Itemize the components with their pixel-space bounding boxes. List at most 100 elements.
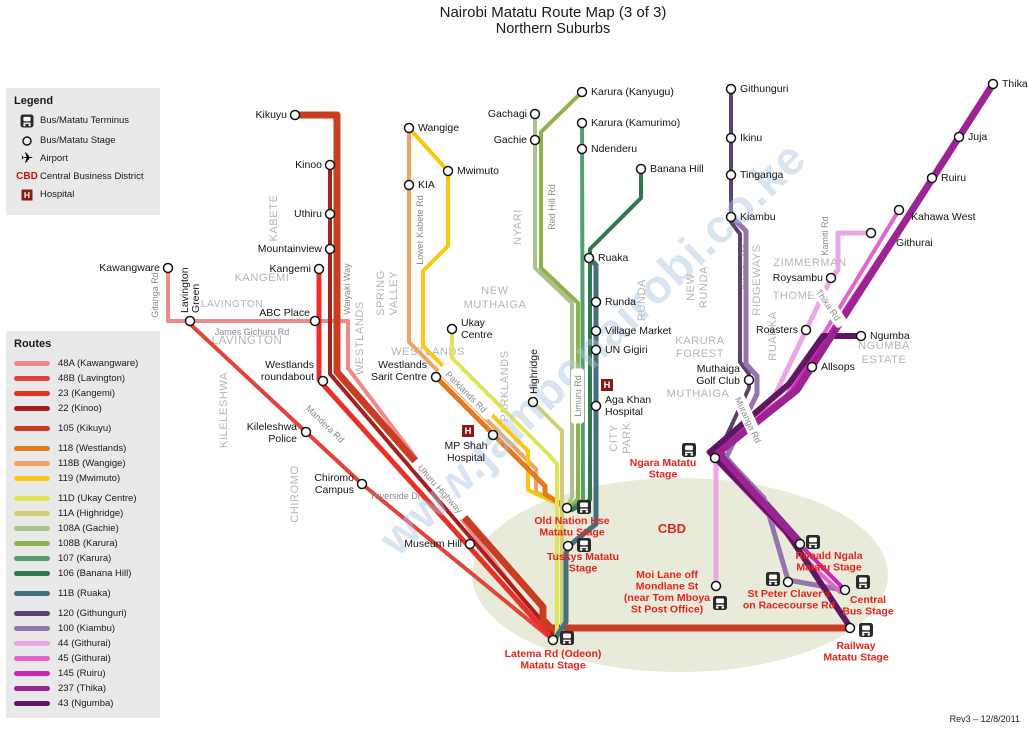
stage-westlands-sarit-centre[interactable] xyxy=(430,371,442,383)
stage-gachagi-label: Gachagi xyxy=(488,108,527,120)
svg-text:James Gichuru Rd: James Gichuru Rd xyxy=(215,327,290,337)
terminus-icon-railway[interactable] xyxy=(859,623,873,637)
legend-title: Legend xyxy=(14,95,54,107)
stage-mwimuto[interactable] xyxy=(442,165,454,177)
stage-karura-kanyugu-label: Karura (Kanyugu) xyxy=(591,86,674,98)
stage-ikinu-label: Ikinu xyxy=(740,132,762,144)
route-legend-45: 45 (Githurai) xyxy=(14,651,152,666)
stage-wangige[interactable] xyxy=(403,122,415,134)
terminus-icon-tuskys[interactable] xyxy=(577,538,591,552)
stage-village-market[interactable] xyxy=(590,325,602,337)
terminus-icon-ronald-ngala[interactable] xyxy=(806,535,820,549)
stage-old-nation[interactable] xyxy=(561,502,573,514)
route-100-line xyxy=(723,214,846,593)
stage-kikuyu[interactable] xyxy=(289,109,301,121)
stage-thika[interactable] xyxy=(987,78,999,90)
stage-highridge[interactable] xyxy=(527,396,539,408)
page-subtitle: Northern Suburbs xyxy=(495,21,611,37)
stage-ronald-ngala[interactable] xyxy=(794,538,806,550)
stage-ruiru[interactable] xyxy=(926,172,938,184)
stage-kiambu-label: Kiambu xyxy=(740,211,776,223)
stage-railway[interactable] xyxy=(844,622,856,634)
stage-village-market-label: Village Market xyxy=(605,325,671,337)
area-label-kileleshwa: KILELESHWA xyxy=(218,372,230,448)
stage-muthaiga-golf-club[interactable] xyxy=(743,374,755,386)
stage-st-peter-clavers[interactable] xyxy=(782,576,794,588)
terminus-icon-old-nation[interactable] xyxy=(577,500,591,514)
route-119-line xyxy=(407,126,569,510)
stage-ndenderu[interactable] xyxy=(576,143,588,155)
stage-latema[interactable] xyxy=(547,634,559,646)
stage-kangemi[interactable] xyxy=(313,263,325,275)
terminus-icon-ngara[interactable] xyxy=(682,443,696,457)
bus-terminus-icon[interactable] xyxy=(20,114,34,128)
stage-roasters[interactable] xyxy=(800,324,812,336)
route-legend-237: 237 (Thika) xyxy=(14,681,152,696)
area-label-lavington: LAVINGTON xyxy=(201,299,263,310)
stage-ngumba[interactable] xyxy=(855,330,867,342)
stage-ukay-centre[interactable] xyxy=(446,323,458,335)
legend-item-label: Airport xyxy=(40,153,68,164)
stage-githurai[interactable] xyxy=(865,227,877,239)
stage-ikinu[interactable] xyxy=(725,132,737,144)
stage-mwimuto-label: Mwimuto xyxy=(457,165,499,177)
stage-tuskys[interactable] xyxy=(562,540,574,552)
stage-karura-kamurimo[interactable] xyxy=(576,117,588,129)
stage-moi-lane[interactable] xyxy=(710,580,722,592)
road-label-kamiti-rd: Kamiti Rd xyxy=(820,216,830,255)
stage-kawangware[interactable] xyxy=(162,262,174,274)
stage-central-bus[interactable] xyxy=(839,584,851,596)
area-label-city: CITY xyxy=(608,424,620,452)
stage-museum-hill[interactable] xyxy=(464,538,476,550)
stage-tinganga[interactable] xyxy=(725,169,737,181)
route-108b-line xyxy=(539,90,584,511)
stage-gachagi[interactable] xyxy=(529,108,541,120)
stage-kiambu[interactable] xyxy=(725,211,737,223)
stage-runda[interactable] xyxy=(590,296,602,308)
route-legend-11a: 11A (Highridge) xyxy=(14,506,152,521)
area-label-kabete: KABETE xyxy=(268,194,280,241)
stage-karura-kanyugu[interactable] xyxy=(576,86,588,98)
stage-lavington-green[interactable] xyxy=(184,315,196,327)
terminus-icon-moi-lane[interactable] xyxy=(713,596,727,610)
terminus-icon-central-bus[interactable] xyxy=(856,575,870,589)
stage-kileleshwa-police[interactable] xyxy=(300,426,312,438)
stage-kia[interactable] xyxy=(403,179,415,191)
route-legend-11b: 11B (Ruaka) xyxy=(14,586,152,601)
stage-kahawa-west[interactable] xyxy=(893,204,905,216)
stage-ngara[interactable] xyxy=(709,452,721,464)
route-legend-119: 119 (Mwimuto) xyxy=(14,471,152,486)
svg-text:Mandera Rd: Mandera Rd xyxy=(304,403,347,445)
terminus-icon-latema[interactable] xyxy=(560,631,574,645)
cbd-icon: CBD xyxy=(16,170,38,182)
stage-banana-hill[interactable] xyxy=(635,163,647,175)
stage-roysambu[interactable] xyxy=(825,272,837,284)
stage-gachie[interactable] xyxy=(529,134,541,146)
stage-uthiru[interactable] xyxy=(324,208,336,220)
route-swatch-106 xyxy=(14,571,50,576)
terminus-icon-st-peter-clavers[interactable] xyxy=(766,572,780,586)
stage-abc-place[interactable] xyxy=(309,315,321,327)
stage-juja[interactable] xyxy=(953,131,965,143)
stage-allsops[interactable] xyxy=(806,361,818,373)
stage-westlands-roundabout[interactable] xyxy=(317,375,329,387)
stage-gachie-label: Gachie xyxy=(494,134,527,146)
svg-text:Lower Kabete Rd: Lower Kabete Rd xyxy=(415,195,425,265)
stage-githunguri[interactable] xyxy=(725,83,737,95)
route-legend-label: 105 (Kikuyu) xyxy=(58,423,112,434)
stage-ruaka[interactable] xyxy=(583,252,595,264)
route-legend-label: 44 (Githurai) xyxy=(58,638,111,649)
route-legend-22: 22 (Kinoo) xyxy=(14,401,152,416)
road-label-waiyaki-way: Waiyaki Way xyxy=(342,263,352,315)
route-swatch-48a xyxy=(14,361,50,366)
stage-aga-khan-hospital[interactable] xyxy=(590,400,602,412)
stage-mountainview[interactable] xyxy=(324,243,336,255)
stage-chiromo-campus[interactable] xyxy=(356,478,368,490)
stage-kinoo[interactable] xyxy=(324,159,336,171)
stage-mp-shah-hospital[interactable] xyxy=(487,429,499,441)
stage-un-gigiri[interactable] xyxy=(590,344,602,356)
